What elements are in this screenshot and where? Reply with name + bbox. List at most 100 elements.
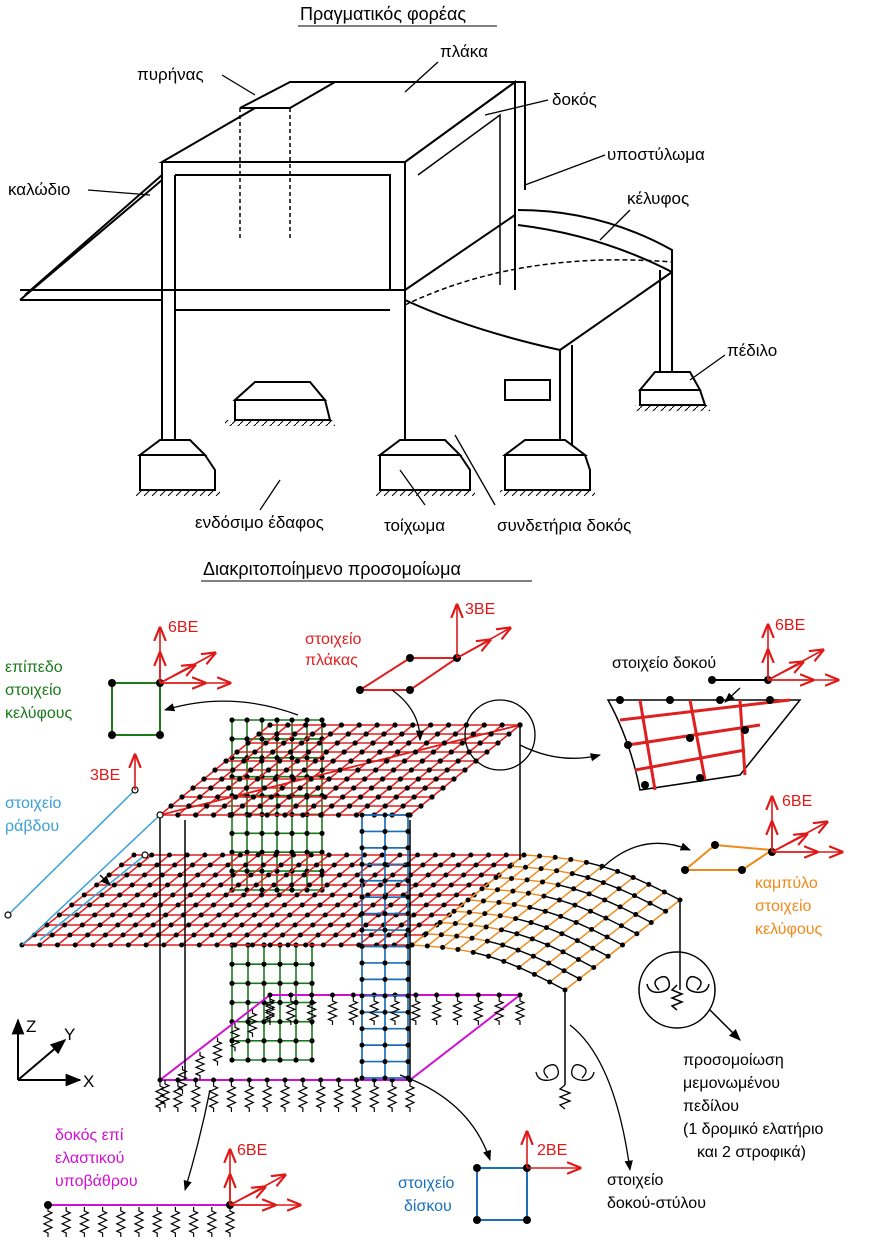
mesh-node [419, 758, 426, 764]
mesh-node [264, 812, 270, 818]
spring [264, 997, 276, 1025]
mesh-line [287, 854, 401, 946]
mesh-node [133, 922, 139, 928]
mesh-node [341, 749, 347, 755]
mesh-node [258, 892, 264, 898]
plate-label-1: στοιχείο [305, 631, 362, 648]
plane-shell-label-3: κελύφους [5, 705, 73, 722]
mesh-line [649, 902, 666, 912]
mesh-node [276, 758, 283, 764]
mesh-line [456, 935, 473, 939]
mesh-node [461, 872, 467, 878]
mesh-node [269, 912, 275, 918]
mesh-line [562, 951, 579, 961]
mesh-node [542, 908, 548, 914]
foundation-node [517, 992, 523, 998]
mesh-line [587, 876, 604, 884]
foundation-node [413, 992, 419, 998]
mesh-node [359, 944, 365, 949]
mesh-line [586, 861, 603, 867]
mesh-line [483, 900, 499, 904]
mesh-node [175, 902, 181, 908]
mesh-node [454, 933, 460, 939]
mesh-node [311, 803, 317, 809]
mesh-line [532, 944, 549, 957]
mesh-node [333, 785, 339, 791]
mesh-node [349, 862, 355, 868]
inset-node [686, 734, 694, 742]
axis-y-label: Y [64, 1025, 75, 1044]
mesh-node [204, 803, 210, 809]
mesh-node [298, 740, 305, 746]
mesh-line [574, 893, 590, 906]
mesh-node [129, 882, 135, 888]
mesh-node [455, 946, 461, 952]
mesh-node [466, 882, 472, 888]
spring [60, 1207, 72, 1237]
mesh-node [386, 932, 392, 938]
mesh-node [232, 942, 238, 948]
mesh-node [382, 1042, 388, 1048]
mesh-line [529, 906, 546, 912]
mesh-node [274, 731, 280, 737]
dof-elastic: 6ΒΕ [237, 1142, 267, 1159]
mesh-node [554, 868, 560, 874]
mesh-node [212, 872, 218, 878]
mesh-node [283, 767, 290, 773]
mesh-node [465, 897, 471, 903]
mesh-node [255, 852, 261, 858]
mesh-node [382, 1009, 388, 1015]
mesh-line [560, 904, 576, 917]
mesh-node [361, 852, 367, 858]
mesh-line [619, 895, 635, 908]
dof-shell-plane-arrow [159, 665, 195, 684]
mesh-node [312, 758, 318, 764]
mesh-node [537, 853, 543, 859]
mesh-node [590, 945, 596, 951]
mesh-node [327, 731, 334, 737]
spring [229, 1023, 241, 1052]
column-footing-springs [535, 1064, 595, 1110]
inset-node [666, 696, 674, 704]
mesh-node [254, 776, 261, 782]
real-structure-drawing [19, 80, 710, 496]
mesh-node [559, 931, 565, 937]
mesh-line [665, 899, 681, 912]
mesh-node [179, 794, 185, 800]
mesh-node [410, 722, 416, 728]
mesh-node [663, 908, 669, 914]
mesh-node [453, 892, 459, 898]
mesh-node [499, 927, 504, 933]
mesh-line [577, 947, 594, 961]
foundation-node [309, 992, 315, 998]
mesh-node [324, 882, 330, 888]
mesh-line [453, 910, 470, 913]
mesh-node [306, 882, 312, 888]
mesh-node [292, 731, 298, 737]
mesh-node [263, 740, 269, 746]
mesh-line [439, 910, 455, 924]
mesh-line [531, 927, 547, 940]
mesh-node [616, 886, 622, 892]
mesh-line [618, 876, 634, 890]
mesh-node [268, 794, 274, 800]
mesh-line [573, 876, 589, 890]
mesh-line [560, 915, 577, 924]
mesh-node [382, 812, 388, 818]
mesh-node [632, 893, 637, 899]
mesh-line [556, 858, 572, 872]
mesh-node [304, 830, 310, 836]
mesh-line [497, 877, 512, 891]
mesh-line [501, 929, 518, 935]
mesh-node [322, 794, 328, 800]
bar-elements [7, 789, 161, 946]
mesh-node [301, 767, 307, 773]
mesh-line [426, 934, 442, 947]
mesh-node [362, 776, 368, 782]
beam-column-label-2: δοκού-στύλου [607, 1195, 706, 1212]
plane-shell-label-2: στοιχείο [5, 682, 62, 699]
mesh-node [235, 882, 241, 888]
mesh-node [423, 902, 429, 908]
mesh-node [314, 862, 320, 868]
mesh-node [438, 862, 444, 868]
